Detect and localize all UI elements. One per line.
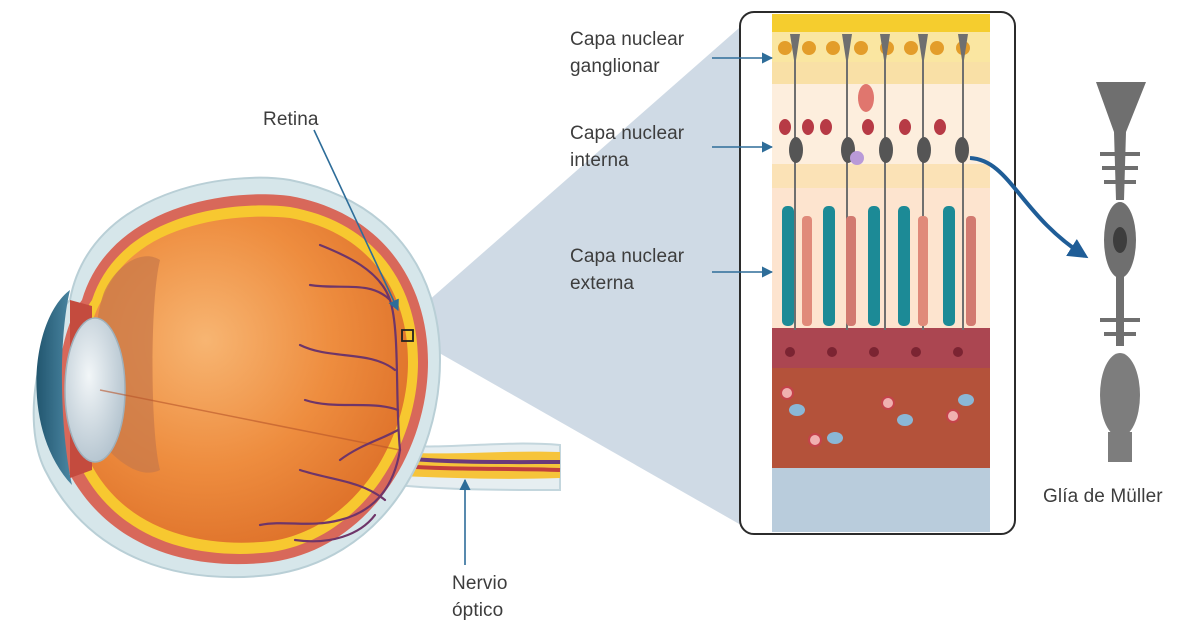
label-externa-line2: externa <box>570 270 684 297</box>
label-interna-line2: interna <box>570 147 684 174</box>
muller-glia-cell <box>1096 82 1146 462</box>
retina-section-panel <box>740 12 1015 534</box>
photoreceptor-cells <box>782 206 976 326</box>
label-glia-muller: Glía de Müller <box>1043 483 1163 510</box>
label-retina-text: Retina <box>263 106 319 133</box>
label-externa-line1: Capa nuclear <box>570 243 684 270</box>
label-capa-ganglionar: Capa nuclear ganglionar <box>570 26 684 80</box>
label-ganglion-line2: ganglionar <box>570 53 684 80</box>
label-nervio-optico: Nervio óptico <box>452 570 508 624</box>
label-retina: Retina <box>263 106 319 133</box>
label-nervio-line1: Nervio <box>452 570 508 597</box>
label-nervio-line2: óptico <box>452 597 508 624</box>
label-capa-externa: Capa nuclear externa <box>570 243 684 297</box>
label-interna-line1: Capa nuclear <box>570 120 684 147</box>
label-capa-interna: Capa nuclear interna <box>570 120 684 174</box>
label-ganglion-line1: Capa nuclear <box>570 26 684 53</box>
label-muller-text: Glía de Müller <box>1043 483 1163 510</box>
eyeball <box>34 178 440 577</box>
